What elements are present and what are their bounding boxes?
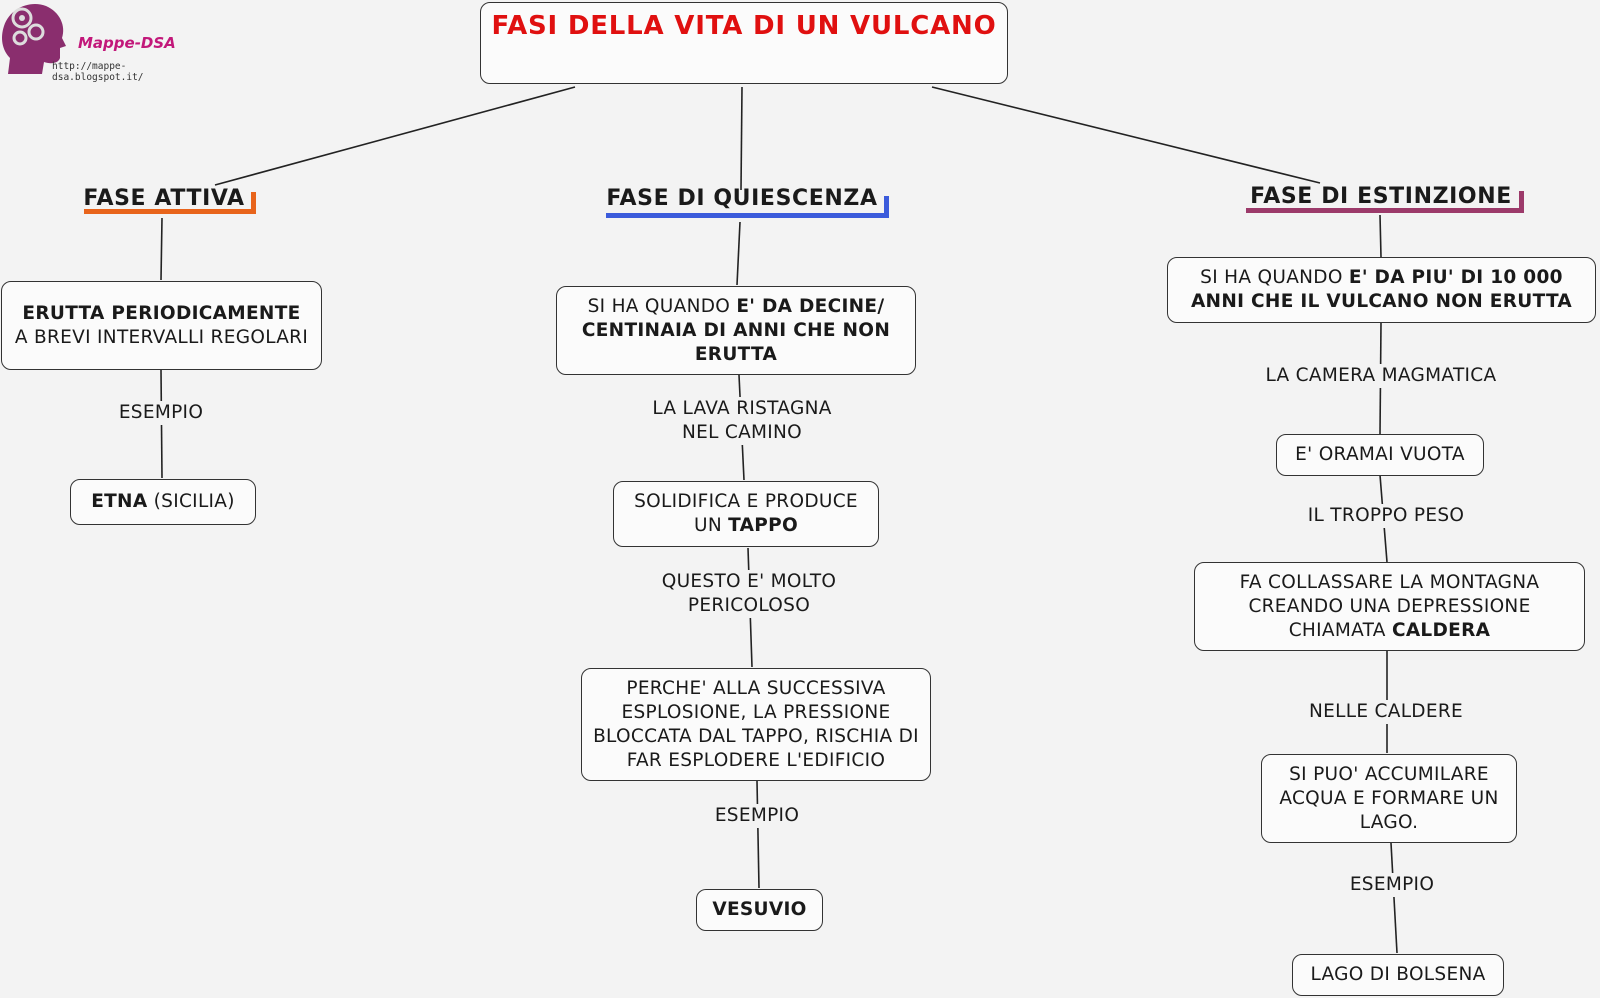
quiescenza-box3-text: PERCHE' ALLA SUCCESSIVA ESPLOSIONE, LA P…	[593, 677, 919, 771]
phase-heading-quiescenza: FASE DI QUIESCENZA	[606, 186, 878, 211]
quiescenza-box-vesuvio: VESUVIO	[696, 889, 823, 931]
quiescenza-box-tappo: SOLIDIFICA E PRODUCE UN TAPPO	[613, 481, 879, 547]
estinzione-box-caldera: FA COLLASSARE LA MONTAGNA CREANDO UNA DE…	[1194, 562, 1585, 651]
estinzione-box3-pre: FA COLLASSARE LA MONTAGNA CREANDO UNA DE…	[1239, 571, 1540, 641]
estinzione-box3-bold: CALDERA	[1391, 619, 1491, 641]
quiescenza-box1-pre: SI HA QUANDO	[587, 295, 737, 317]
quiescenza-box4-bold: VESUVIO	[712, 899, 807, 920]
estinzione-box1-bold: E' DA PIU' DI 10 000 ANNI CHE IL VULCANO…	[1190, 267, 1573, 312]
logo-name: Mappe-DSA	[78, 34, 176, 52]
estinzione-box-bolsena: LAGO DI BOLSENA	[1292, 954, 1504, 996]
attiva-box-erutta: ERUTTA PERIODICAMENTE A BREVI INTERVALLI…	[1, 281, 322, 370]
quiescenza-link2: QUESTO E' MOLTO PERICOLOSO	[661, 571, 837, 616]
quiescenza-link-lava: LA LAVA RISTAGNA NEL CAMINO	[637, 397, 847, 445]
phase-underline-estinzione	[1246, 191, 1524, 213]
quiescenza-link1: LA LAVA RISTAGNA NEL CAMINO	[652, 398, 832, 443]
estinzione-box-10000: SI HA QUANDO E' DA PIU' DI 10 000 ANNI C…	[1167, 257, 1596, 323]
quiescenza-box-perche: PERCHE' ALLA SUCCESSIVA ESPLOSIONE, LA P…	[581, 668, 931, 781]
title-box: FASI DELLA VITA DI UN VULCANO	[480, 2, 1008, 84]
estinzione-link-esempio: ESEMPIO	[1349, 873, 1435, 897]
phase-heading-attiva: FASE ATTIVA	[83, 186, 245, 211]
phase-heading-estinzione: FASE DI ESTINZIONE	[1250, 184, 1512, 209]
attiva-box-etna: ETNA (SICILIA)	[70, 479, 256, 525]
quiescenza-box2-bold: TAPPO	[728, 515, 799, 536]
quiescenza-link-esempio: ESEMPIO	[714, 804, 800, 828]
estinzione-box-vuota: E' ORAMAI VUOTA	[1276, 434, 1484, 476]
phase-underline-quiescenza	[606, 196, 889, 218]
attiva-box2-bold: ETNA	[91, 491, 148, 512]
attiva-box2-rest: (SICILIA)	[147, 491, 235, 512]
estinzione-link-camera: LA CAMERA MAGMATICA	[1265, 364, 1497, 388]
logo-url: http://mappe-dsa.blogspot.it/	[52, 61, 144, 83]
mappe-dsa-logo: Mappe-DSA http://mappe-dsa.blogspot.it/	[0, 0, 210, 83]
quiescenza-box1-bold: E' DA DECINE/ CENTINAIA DI ANNI CHE NON …	[581, 295, 891, 365]
estinzione-box-lago: SI PUO' ACCUMILARE ACQUA E FORMARE UN LA…	[1261, 754, 1517, 843]
estinzione-box5-text: LAGO DI BOLSENA	[1310, 964, 1486, 985]
head-gears-icon	[2, 4, 66, 74]
estinzione-box1-pre: SI HA QUANDO	[1200, 267, 1349, 288]
estinzione-box4-text: SI PUO' ACCUMILARE ACQUA E FORMARE UN LA…	[1279, 763, 1499, 833]
attiva-box1-rest: A BREVI INTERVALLI REGOLARI	[14, 326, 309, 348]
page-title: FASI DELLA VITA DI UN VULCANO	[491, 11, 997, 41]
quiescenza-box2-pre: SOLIDIFICA E PRODUCE UN	[634, 491, 858, 536]
quiescenza-box-decine: SI HA QUANDO E' DA DECINE/ CENTINAIA DI …	[556, 286, 916, 375]
phase-underline-attiva	[84, 192, 256, 214]
estinzione-link-caldere: NELLE CALDERE	[1309, 700, 1463, 724]
attiva-box1-bold: ERUTTA PERIODICAMENTE	[22, 302, 301, 324]
estinzione-link-peso: IL TROPPO PESO	[1307, 504, 1465, 528]
attiva-link-esempio: ESEMPIO	[118, 401, 204, 425]
quiescenza-link-pericoloso: QUESTO E' MOLTO PERICOLOSO	[649, 570, 849, 618]
estinzione-box2-text: E' ORAMAI VUOTA	[1295, 444, 1465, 465]
